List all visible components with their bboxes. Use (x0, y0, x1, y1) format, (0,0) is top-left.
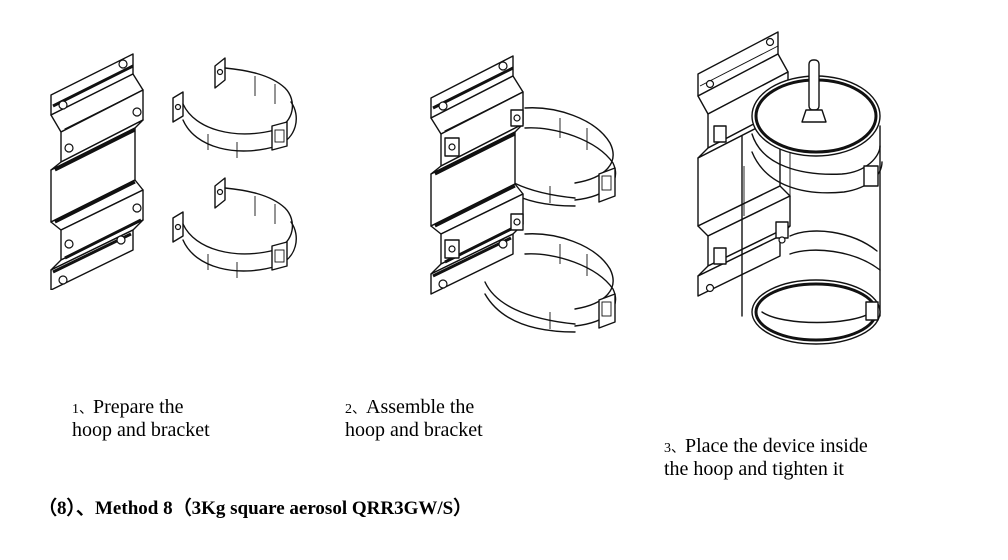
figure-step-1-drawing (45, 50, 305, 290)
caption-line-1: Assemble the (366, 396, 475, 418)
step-number: 3、 (664, 441, 685, 456)
caption-line-1: Prepare the (93, 396, 184, 418)
section-heading: （8）、Method 8（3Kg square aerosol QRR3GW/S… (38, 498, 473, 519)
caption-line-2: the hoop and tighten it (664, 458, 844, 480)
assembled-bracket-illustration (430, 55, 617, 333)
step-number: 2、 (345, 402, 366, 417)
device-installed-illustration (697, 31, 883, 345)
wall-bracket (697, 31, 791, 297)
lower-hoop (172, 177, 297, 278)
caption-line-1: Place the device inside (685, 435, 868, 457)
caption-step-3: 3、Place the device inside the hoop and t… (664, 436, 868, 479)
caption-step-1: 1、Prepare the hoop and bracket (72, 397, 210, 440)
caption-line-2: hoop and bracket (72, 419, 210, 441)
wall-bracket (50, 53, 144, 290)
step-number: 1、 (72, 402, 93, 417)
wall-bracket (430, 55, 524, 295)
lower-hoop (484, 233, 617, 333)
upper-hoop (172, 57, 297, 158)
bracket-and-hoops-illustration (50, 53, 297, 290)
figure-step-3-drawing (692, 26, 892, 346)
caption-line-2: hoop and bracket (345, 419, 483, 441)
caption-step-2: 2、Assemble the hoop and bracket (345, 397, 483, 440)
aerosol-device (741, 59, 883, 345)
figure-step-2-drawing (425, 48, 635, 338)
